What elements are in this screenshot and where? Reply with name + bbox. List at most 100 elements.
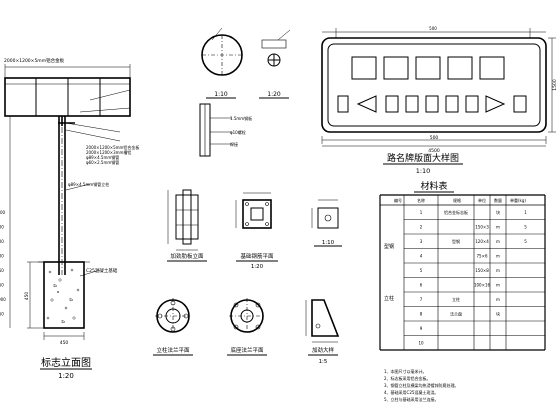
table-cell: m [496,282,500,287]
table-header-1: 名称 [417,197,425,203]
panel-detail-scale: 1:10 [416,167,431,175]
detail-c-scale: 1:10 [322,240,335,246]
table-cell: 150×8 [475,268,489,273]
foundation-height-dim: 450 [24,292,30,301]
table-cell: m [496,253,500,258]
small-plate [311,199,339,229]
elevation-scale: 1:20 [58,372,74,380]
table-header-0: 编号 [394,197,402,203]
panel-dim-height: 1500 [552,79,558,91]
foundation-block [43,261,85,329]
table-cell: 6 [420,282,423,287]
stiffener-elevation [167,189,199,251]
callout-3: φ89×4.5mm钢管 [86,154,119,160]
foundation-width-dim: 450 [60,340,69,346]
note-1: 1、本图尺寸以毫米计。 [384,368,427,374]
table-cell: 1 [420,210,423,215]
top-scale-a: 1:10 [214,91,228,98]
table-cell: 2000 [0,210,6,215]
base-flange [229,298,265,334]
group-label-0: 型钢 [384,243,394,250]
table-header-2: 规格 [453,197,461,203]
foundation-label: C25混凝土基础 [86,267,118,274]
detail-b-scale: 1:20 [251,264,264,270]
table-cell: m [496,239,500,244]
table-cell: 法兰盘 [450,310,462,316]
callout-4: φ60×2.5mm钢管 [86,159,119,165]
table-cell: 900 [0,224,4,229]
flange-top-title: 立柱法兰平面 [156,346,190,354]
table-cell: 10 [418,340,424,345]
detail-a-title: 加劲肋板立面 [170,252,204,260]
arrow-right-icon [485,95,506,113]
rib-detail [305,299,340,343]
top-detail-bracket [261,29,291,67]
table-cell: 3 [420,239,423,244]
table-cell: 立柱 [452,296,460,302]
table-cell: 750 [0,282,4,287]
panel-inner [327,43,541,127]
material-table-text: 编号 名称 规格 单位 数量 单重(kg) 型钢 立柱 1铝合金标志板块1200… [0,197,527,345]
note-5: 5、立柱与基础采用法兰连接。 [384,396,439,402]
stiffener-note-2: φ10螺栓 [230,129,246,135]
table-cell: m [496,268,500,273]
table-cell: 2 [420,224,423,229]
stiffener-note-1: 1.5mm钢板 [230,115,252,121]
table-cell: 900 [0,239,4,244]
table-header-5: 单重(kg) [510,197,526,203]
table-cell: 块 [496,310,500,316]
group-label-1: 立柱 [384,295,394,302]
panel-dim-sub: 500 [430,135,439,141]
flange-bottom-title: 底座法兰平面 [230,346,264,354]
elevation-title: 标志立面图 [41,356,91,369]
callout-1: 2000×1200×5mm铝合金板 [86,144,139,150]
material-table [379,194,546,351]
panel-detail [321,28,556,147]
concrete-hatch [46,268,80,324]
table-cell: 75×6 [477,253,488,258]
callout-2: 2000×1200×3mm槽铝 [86,149,131,155]
table-cell: m [496,224,500,229]
rebar-plan [235,192,272,229]
notes: 1、本图尺寸以毫米计。 2、标志板采用铝合金板。 3、钢管立柱及横梁均热浸镀锌防… [384,368,459,402]
table-cell: 8 [420,311,423,316]
panel-dim-small: 500 [429,26,437,31]
table-cell: 4 [420,253,423,258]
panel-detail-title: 路名牌版面大样图 [387,152,459,164]
panel-outer [321,37,547,133]
note-2: 2、标志板采用铝合金板。 [384,375,431,381]
table-cell: m [496,297,500,302]
panel-dim-width: 4500 [428,148,440,154]
table-cell: 1.900 [0,297,6,302]
table-cell: 5 [420,268,423,273]
table-cell: 型钢 [452,238,460,244]
table-cell: 5 [524,224,527,229]
table-cell: 120×4 [475,239,489,244]
top-detail-circle [201,27,243,76]
table-cell: 1 [524,210,527,215]
callout-5: φ89×4.5mm钢管立柱 [68,181,109,187]
detail-b-title: 基础钢筋平面 [240,252,274,260]
table-cell: 5 [524,239,527,244]
table-cell: 150 [0,311,4,316]
arrow-left-icon [356,95,377,113]
table-cell: 铝合金标志板 [444,209,468,215]
material-table-title: 材料表 [420,180,447,192]
stiffener-note-3: 焊接 [230,141,238,147]
table-cell: 7 [420,297,423,302]
side-stiffener [199,103,232,157]
table-cell: 150×3 [475,224,489,229]
sign-elevation [4,64,131,340]
table-cell: 9 [420,326,423,331]
top-scale-b: 1:20 [267,91,281,98]
note-3: 3、钢管立柱及横梁均热浸镀锌防腐处理。 [384,382,459,388]
table-cell: 块 [496,209,500,215]
column-flange [155,298,191,334]
note-4: 4、基础采用C25混凝土现浇。 [384,389,438,395]
table-header-3: 单位 [478,197,486,203]
table-cell: 150 [0,268,4,273]
table-cell: 100×16 [474,282,491,287]
rib-detail-title: 加劲大样 [312,346,335,354]
table-header-4: 数量 [494,197,502,203]
